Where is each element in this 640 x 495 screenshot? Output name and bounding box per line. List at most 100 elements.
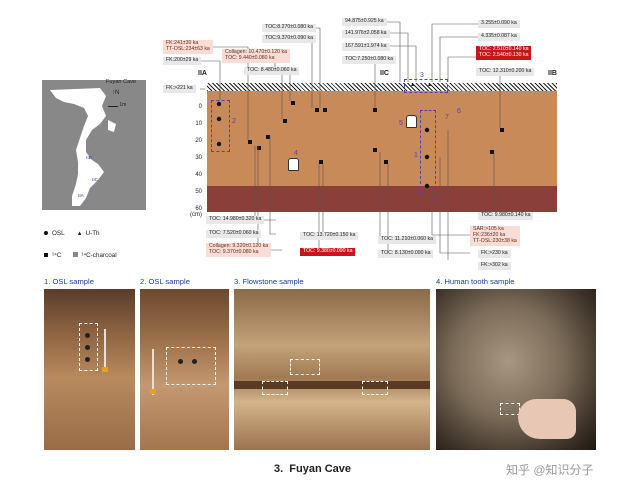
date-label: TOC: 9.380±0.090 ka	[300, 248, 356, 256]
map-title: Fuyan Cave	[106, 79, 137, 85]
leader-line	[379, 152, 412, 241]
depth-axis: 0 10 20 30 40 50 60 (cm)	[186, 104, 206, 224]
c14-point	[291, 101, 295, 105]
scale-tag	[150, 389, 156, 394]
date-label: FK:>302 ka	[478, 262, 511, 270]
osl-sample-photo-2	[140, 289, 229, 450]
leader-line	[447, 130, 449, 260]
date-label: TOC: 11.210±0.060 ka	[378, 236, 436, 244]
tooth-icon	[288, 158, 299, 171]
c14-square-icon	[44, 253, 48, 257]
date-label: 3.255±0.090 ka	[478, 20, 520, 28]
date-label: FK:200±29 ka	[163, 57, 202, 65]
photo-title-2: 2. OSL sample	[140, 277, 190, 286]
legend-osl: OSL	[44, 222, 65, 240]
section-label-iia: IIA	[198, 70, 207, 77]
leader-line	[374, 59, 380, 108]
c14-point	[319, 160, 323, 164]
flowstone-layer	[234, 381, 430, 389]
leader-line	[305, 38, 313, 108]
sample-outline	[262, 381, 288, 395]
date-label: TOC: 14.980±0.320 ka	[206, 216, 265, 224]
uth-triangle-icon: ▲	[410, 82, 415, 88]
date-label: TOC:7.250±0.080 ka	[342, 56, 397, 64]
c14-point	[248, 140, 252, 144]
date-label: TOC: 7.520±0.060 ka	[206, 230, 262, 238]
osl-point	[216, 101, 222, 107]
leader-line	[200, 60, 221, 100]
sample-tube	[178, 359, 183, 364]
date-label: FK:>221 ka	[163, 85, 196, 93]
osl-point	[424, 154, 430, 160]
scale-tag	[102, 367, 108, 372]
leader-line	[322, 164, 356, 237]
legend-c14-charcoal: ¹⁴C-charcoal	[73, 244, 117, 262]
depth-tick: 0	[198, 104, 202, 110]
scale-label: 1m	[119, 102, 127, 108]
date-label: 94.875±0.925 ka	[342, 18, 387, 26]
c14-point	[283, 119, 287, 123]
map-label-iia: IIA	[78, 194, 84, 199]
osl-point	[424, 127, 430, 133]
sample-outline	[290, 359, 320, 375]
leader-line	[439, 36, 478, 82]
c14-point	[323, 108, 327, 112]
osl-dot-icon	[44, 231, 48, 235]
date-label: 4.335±0.087 ka	[478, 33, 520, 41]
leader-line	[431, 23, 478, 82]
lower-sediment-layer	[207, 186, 557, 212]
date-label: TOC: 12.310±0.200 ka	[476, 68, 535, 76]
section-label-iib: IIB	[548, 70, 557, 77]
c14-point	[384, 160, 388, 164]
c14-point	[373, 108, 377, 112]
date-label: TOC: 8.480±0.060 ka	[244, 67, 300, 75]
hand	[518, 399, 576, 439]
date-label: 141.976±2.058 ka	[342, 30, 390, 38]
tooth-icon	[406, 115, 417, 128]
leader-line	[198, 46, 249, 140]
c14-point	[315, 108, 319, 112]
sample-tube	[85, 333, 90, 338]
scale-stick	[152, 349, 154, 395]
section-label-iic: IIC	[380, 70, 389, 77]
date-label: TOC: 9.980±0.140 ka	[478, 212, 534, 220]
leader-line	[447, 56, 476, 82]
date-label: TOC: 13.720±0.150 ka	[300, 232, 359, 240]
depth-tick: 40	[195, 172, 202, 178]
osl-point	[216, 141, 222, 147]
uth-triangle-icon: ▲	[76, 231, 83, 237]
c14-point	[257, 146, 261, 150]
sample-outline	[166, 347, 216, 385]
leader-line	[439, 157, 470, 254]
section-markers	[198, 21, 504, 260]
photo-title-1: 1. OSL sample	[44, 277, 94, 286]
depth-tick: 60	[195, 206, 202, 212]
sample-outline	[79, 323, 98, 371]
depth-tick: 20	[195, 138, 202, 144]
charcoal-square-icon	[73, 252, 79, 257]
scale-bar: 1m	[108, 102, 126, 108]
sample-label-6: 6	[457, 108, 461, 115]
leader-line	[380, 21, 401, 82]
flowstone-sample-photo	[234, 289, 430, 450]
sample-label-4: 4	[294, 150, 298, 157]
osl-point	[216, 116, 222, 122]
sample-outline	[500, 403, 520, 415]
leader-line	[269, 135, 276, 235]
map-label-iib: IIB	[86, 156, 92, 161]
cave-map	[42, 80, 146, 210]
photo-title-4: 4. Human tooth sample	[436, 277, 515, 286]
leader-line	[431, 186, 470, 236]
sample-label-7: 7	[445, 114, 449, 121]
scale-bar-icon	[108, 103, 118, 107]
legend: OSL ▲U-Th ¹⁴C ¹⁴C-charcoal	[44, 222, 154, 262]
figure-caption: 3. Fuyan Cave	[274, 463, 352, 475]
uth-triangle-icon: ▲	[427, 82, 432, 88]
date-label: TOC:8.270±0.080 ka	[262, 24, 317, 32]
sample-tube	[85, 345, 90, 350]
legend-uth: ▲U-Th	[76, 230, 100, 237]
flowstone-hatch	[207, 83, 557, 91]
